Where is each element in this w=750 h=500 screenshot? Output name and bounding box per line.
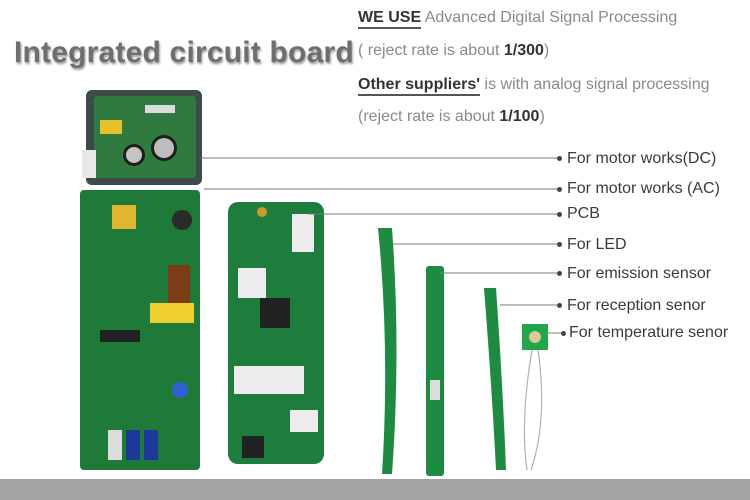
label-emission-sensor: For emission sensor bbox=[567, 265, 712, 282]
reject1-value: 1/300 bbox=[503, 42, 544, 59]
temperature-sensor-image bbox=[522, 324, 548, 471]
main-pcb-image bbox=[228, 202, 324, 464]
other-suppliers-note: Other suppliers' is with analog signal p… bbox=[358, 76, 710, 96]
leader-dot bbox=[557, 156, 562, 161]
reject1-suffix: ) bbox=[543, 42, 550, 59]
led-board-image bbox=[378, 228, 397, 474]
reject-rate-note-2: (reject rate is about 1/100) bbox=[358, 108, 545, 126]
label-motor-dc: For motor works(DC) bbox=[567, 150, 717, 167]
reject1-prefix: ( reject rate is about bbox=[358, 42, 504, 59]
emission-sensor-board-image bbox=[426, 266, 444, 476]
dc-motor-board-image bbox=[82, 90, 202, 185]
bottom-bar bbox=[0, 479, 750, 500]
leader-dot bbox=[561, 331, 566, 336]
reject-rate-note-1: ( reject rate is about 1/300) bbox=[358, 42, 549, 60]
label-temperature-sensor: For temperature senor bbox=[569, 324, 729, 341]
we-use-text: Advanced Digital Signal Processing bbox=[421, 9, 678, 26]
leader-dot bbox=[557, 271, 562, 276]
reject2-prefix: (reject rate is about bbox=[358, 108, 500, 125]
leader-dot bbox=[557, 212, 562, 217]
we-use-note: WE USE Advanced Digital Signal Processin… bbox=[358, 9, 678, 29]
ac-motor-board-image bbox=[80, 190, 200, 470]
page-title: Integrated circuit board bbox=[14, 36, 354, 69]
reject2-suffix: ) bbox=[539, 108, 545, 125]
label-pcb: PCB bbox=[567, 205, 600, 222]
leader-dot bbox=[557, 187, 562, 192]
reject2-value: 1/100 bbox=[499, 108, 540, 125]
label-reception-sensor: For reception senor bbox=[567, 297, 706, 314]
we-use-label: WE USE bbox=[358, 9, 422, 29]
leader-lines bbox=[200, 157, 563, 334]
label-motor-ac: For motor works (AC) bbox=[567, 180, 720, 197]
other-suppliers-text: is with analog signal processing bbox=[480, 76, 710, 93]
leader-dot bbox=[557, 242, 562, 247]
leader-dot bbox=[557, 303, 562, 308]
label-led: For LED bbox=[567, 236, 627, 253]
reception-sensor-board-image bbox=[484, 288, 506, 470]
other-suppliers-label: Other suppliers' bbox=[358, 76, 481, 96]
